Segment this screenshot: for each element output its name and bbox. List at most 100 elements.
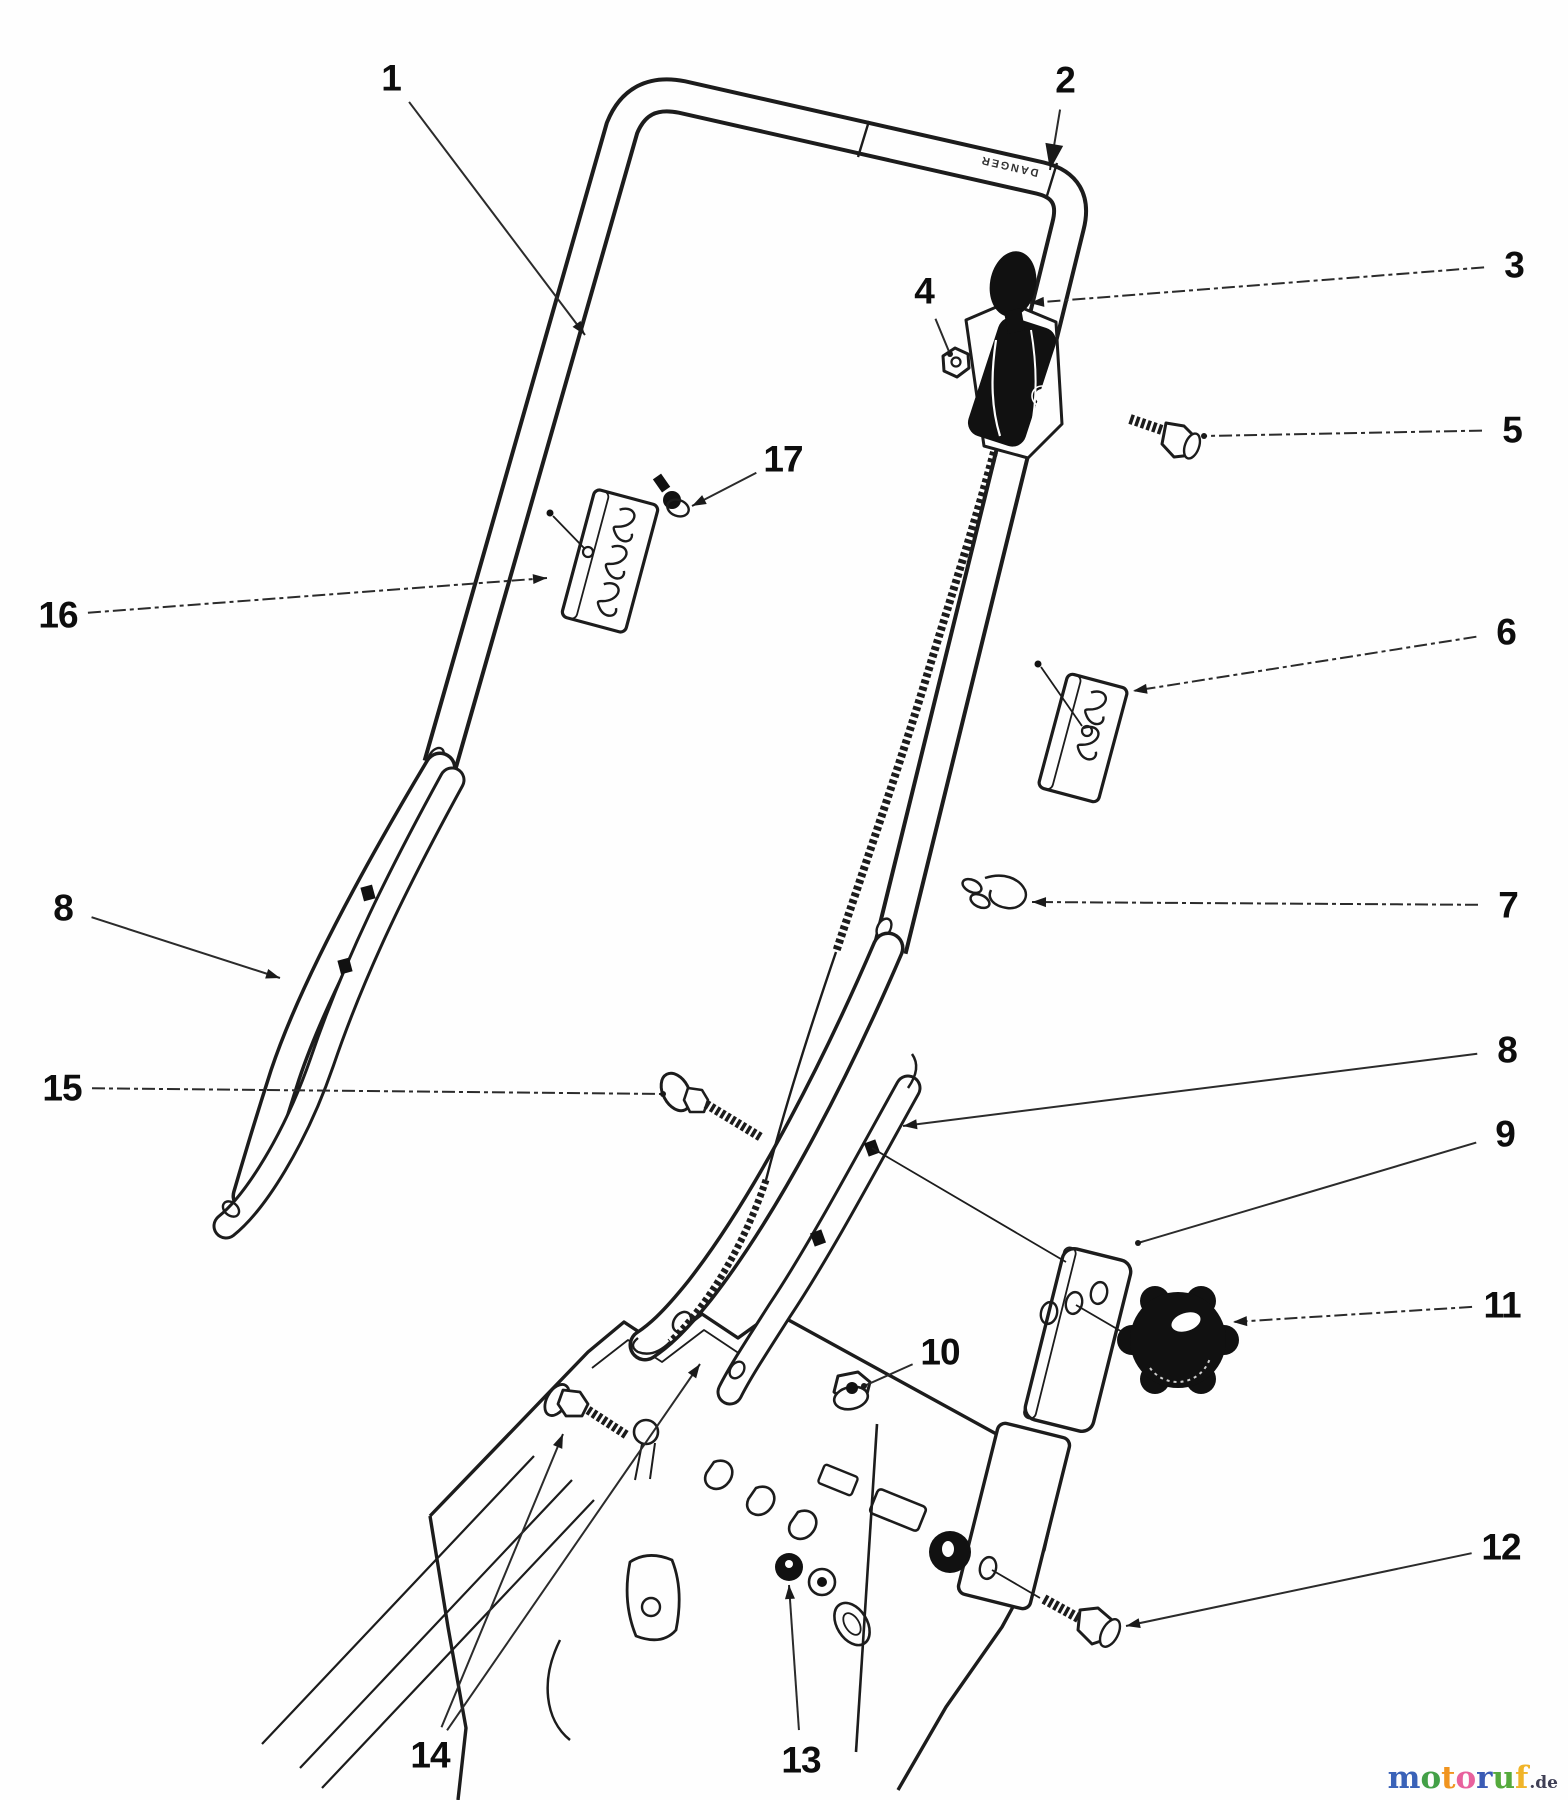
leader-line-4 <box>934 318 951 355</box>
deck-tab <box>625 1554 681 1642</box>
deck-rect-slot <box>868 1488 928 1532</box>
leader-line-14 <box>446 1363 701 1731</box>
deck-slot <box>787 1509 818 1541</box>
upper-handle-tube: DANGER <box>422 77 1089 965</box>
arrowhead <box>903 1119 918 1130</box>
bolt-12 <box>1041 1594 1122 1648</box>
callout-13: 13 <box>781 1584 822 1781</box>
callout-number-4: 4 <box>914 271 935 312</box>
callout-1: 1 <box>381 58 586 336</box>
leader-line-8 <box>91 916 281 979</box>
callout-17: 17 <box>691 439 804 507</box>
callout-3: 3 <box>1029 245 1525 307</box>
bolt-15 <box>659 1071 765 1142</box>
leader-line-6 <box>1132 635 1477 692</box>
arrowhead <box>784 1585 795 1600</box>
cable-clamp-upper <box>546 488 660 634</box>
arrowhead <box>1030 296 1045 307</box>
bolt-5 <box>1128 414 1202 460</box>
callout-15: 15 <box>42 1068 666 1109</box>
leader-line-12 <box>1125 1552 1472 1627</box>
nut-4 <box>941 346 971 379</box>
cable-coil <box>832 450 998 954</box>
watermark-suffix: .de <box>1529 1773 1558 1793</box>
callout-number-13: 13 <box>781 1740 821 1781</box>
callout-6: 6 <box>1132 612 1517 694</box>
leader-dot <box>1135 1240 1141 1246</box>
brace-square-hole <box>337 957 353 975</box>
brace-end-hole <box>221 1200 241 1218</box>
callout-number-12: 12 <box>1481 1527 1521 1568</box>
callout-10: 10 <box>861 1332 961 1389</box>
grip-tick <box>856 120 1059 200</box>
arrowhead <box>1233 1316 1248 1327</box>
plate-hole <box>1039 1300 1059 1326</box>
callout-8: 8 <box>902 1030 1518 1130</box>
callout-number-16: 16 <box>38 595 78 636</box>
leader-line-14 <box>440 1433 564 1728</box>
callout-number-6: 6 <box>1496 612 1516 653</box>
watermark-letter: t <box>1441 1760 1456 1796</box>
callout-5: 5 <box>1201 410 1523 451</box>
leader-dot <box>1201 433 1207 439</box>
knob <box>1117 1286 1239 1394</box>
callout-number-3: 3 <box>1504 245 1524 286</box>
arrowhead <box>1133 683 1148 694</box>
deck-keyhole <box>632 1418 660 1446</box>
callout-number-1: 1 <box>381 58 401 99</box>
watermark-letter: m <box>1387 1760 1421 1796</box>
watermark-letter: u <box>1492 1760 1516 1796</box>
callout-8: 8 <box>53 888 281 979</box>
watermark-logo: motoruf.de <box>1388 1763 1558 1794</box>
cable-clamp-lower <box>1034 660 1129 804</box>
arrowhead <box>532 574 547 585</box>
callout-number-14: 14 <box>410 1735 451 1776</box>
leader-dot <box>861 1383 867 1389</box>
leader-line-8 <box>902 1052 1478 1127</box>
cable-spring <box>667 1178 770 1345</box>
leader-line-1 <box>408 101 586 336</box>
leader-line-11 <box>1232 1305 1473 1323</box>
plate-hole <box>1089 1280 1109 1306</box>
right-handle-brace <box>716 1053 922 1406</box>
callout-11: 11 <box>1232 1285 1522 1327</box>
leader-dot <box>660 1091 666 1097</box>
left-handle-brace <box>212 766 466 1240</box>
callout-7: 7 <box>1031 885 1519 926</box>
screw-17 <box>652 473 690 518</box>
assembly-detail-lines <box>871 1147 1125 1599</box>
hatch-lines <box>261 1455 595 1789</box>
leader-line-5 <box>1203 429 1483 437</box>
callout-9: 9 <box>1135 1114 1516 1246</box>
watermark-letter: o <box>1455 1760 1477 1796</box>
grommet <box>929 1531 971 1573</box>
leader-line-15 <box>91 1087 664 1095</box>
leader-line-3 <box>1029 266 1485 304</box>
arrowhead <box>572 320 585 335</box>
throttle-knob <box>989 251 1037 317</box>
leader-line-7 <box>1031 901 1479 906</box>
callout-number-5: 5 <box>1502 410 1522 451</box>
brace-square-hole <box>809 1229 827 1247</box>
mounting-plate-upper <box>1023 1246 1133 1434</box>
callout-14: 14 <box>410 1363 701 1776</box>
leader-line-9 <box>1137 1141 1477 1244</box>
watermark-letters: motoruf <box>1388 1763 1529 1794</box>
callout-number-7: 7 <box>1498 885 1518 926</box>
deck-teardrop-hole <box>833 1601 871 1647</box>
arrowhead <box>1032 897 1047 908</box>
plate-hole <box>1064 1290 1084 1316</box>
watermark-letter: r <box>1476 1760 1493 1796</box>
callout-2: 2 <box>1045 60 1076 171</box>
callout-number-9: 9 <box>1495 1114 1515 1155</box>
callout-12: 12 <box>1125 1527 1522 1629</box>
brace-end-hole <box>728 1360 746 1380</box>
nut-10 <box>832 1370 872 1411</box>
leader-dot <box>947 351 953 357</box>
arrowhead <box>692 495 707 506</box>
throttle-cable <box>631 450 998 1355</box>
plate-hole <box>978 1555 998 1581</box>
callout-number-11: 11 <box>1483 1285 1521 1326</box>
